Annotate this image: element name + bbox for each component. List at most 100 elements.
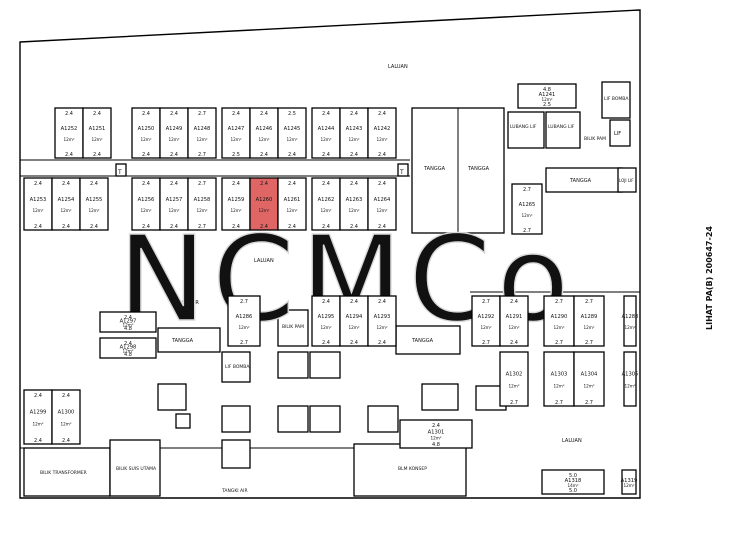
t-marker-label: T bbox=[117, 169, 122, 176]
lot-bottom-dimension: 2.7 bbox=[523, 228, 531, 234]
lot-top-dimension: 2.4 bbox=[432, 423, 440, 429]
lot-number: A1286 bbox=[236, 314, 253, 320]
lot-top-dimension: 2.4 bbox=[62, 393, 70, 399]
lubang-lif-mid-4 bbox=[309, 405, 341, 433]
lot-box bbox=[311, 295, 341, 347]
lot-number: A1318 bbox=[565, 478, 582, 484]
tangga-right-box bbox=[545, 167, 623, 193]
lot-number: A1250 bbox=[138, 126, 155, 132]
lot-number: A1249 bbox=[166, 126, 183, 132]
lot-number: A1253 bbox=[30, 197, 47, 203]
lot-area: 12m² bbox=[286, 137, 297, 142]
lot-number: A1288 bbox=[622, 314, 639, 320]
lot-box bbox=[367, 107, 397, 159]
tangki-air-label: TANGKI AIR bbox=[221, 488, 248, 494]
t-marker bbox=[115, 163, 127, 177]
lot-bottom-dimension: 2.4 bbox=[322, 340, 330, 346]
lot-box bbox=[399, 419, 473, 449]
lot-number: A1246 bbox=[256, 126, 273, 132]
lot-box bbox=[187, 107, 217, 159]
bilik-suis-box bbox=[109, 439, 161, 497]
lot-box bbox=[82, 107, 112, 159]
lif-bomba-label: LIF BOMBA bbox=[604, 96, 629, 102]
lot-number: A1264 bbox=[374, 197, 391, 203]
lot-bottom-dimension: 2.4 bbox=[34, 224, 42, 230]
lot-box bbox=[277, 177, 307, 231]
lot-number: A1259 bbox=[228, 197, 245, 203]
lot-box bbox=[367, 177, 397, 231]
tangga-right-label: TANGGA bbox=[569, 178, 592, 184]
lot-number: A1291 bbox=[506, 314, 523, 320]
lot-box bbox=[339, 295, 369, 347]
lot-top-dimension: 2.7 bbox=[555, 299, 563, 305]
top-road-label: LALUAN bbox=[388, 64, 408, 70]
lot-area: 14m² bbox=[567, 483, 578, 488]
t-marker-2-label: T bbox=[399, 169, 404, 176]
lot-bottom-dimension: 2.4 bbox=[65, 152, 73, 158]
lot-bottom-dimension: 2.7 bbox=[240, 340, 248, 346]
lif-bomba-2-box bbox=[221, 351, 251, 383]
lubang-lif-label-2: LUBANG LIF bbox=[548, 124, 575, 130]
lot-top-dimension: 2.4 bbox=[34, 393, 42, 399]
lot-number: A1251 bbox=[89, 126, 106, 132]
lot-top-dimension: 2.4 bbox=[232, 111, 240, 117]
lot-bottom-dimension: 2.4 bbox=[510, 340, 518, 346]
lot-top-dimension: 2.4 bbox=[260, 111, 268, 117]
lot-box bbox=[131, 107, 161, 159]
lot-number: A1263 bbox=[346, 197, 363, 203]
tangga-mid-box bbox=[157, 327, 221, 353]
lot-number: A1245 bbox=[284, 126, 301, 132]
lot-area: 12m² bbox=[624, 383, 635, 388]
lot-top-dimension: 2.4 bbox=[378, 299, 386, 305]
lot-number: A1254 bbox=[58, 197, 75, 203]
lot-box bbox=[23, 177, 53, 231]
lot-bottom-dimension: 2.7 bbox=[585, 340, 593, 346]
lot-bottom-dimension: 2.4 bbox=[322, 152, 330, 158]
lot-box bbox=[131, 177, 161, 231]
lot-box bbox=[79, 177, 109, 231]
lot-bottom-dimension: 2.4 bbox=[90, 224, 98, 230]
lif-label: LIF bbox=[614, 131, 621, 137]
lot-number: A1258 bbox=[194, 197, 211, 203]
lot-area: 12m² bbox=[238, 325, 249, 330]
lot-area: 12m² bbox=[376, 137, 387, 142]
lot-top-dimension: 2.4 bbox=[124, 315, 132, 321]
lot-a1288: A1288 12m² bbox=[622, 295, 639, 347]
lot-bottom-dimension: 2.4 bbox=[322, 224, 330, 230]
lot-top-dimension: 2.4 bbox=[65, 111, 73, 117]
bilik-transformer-box bbox=[23, 447, 111, 497]
lot-area: 12m² bbox=[508, 325, 519, 330]
lot-bottom-dimension: 2.7 bbox=[198, 152, 206, 158]
lot-bottom-dimension: 2.4 bbox=[378, 224, 386, 230]
lot-number: A1298 bbox=[120, 345, 137, 351]
lot-box bbox=[227, 295, 261, 347]
lot-bottom-dimension: 2.4 bbox=[288, 224, 296, 230]
lot-area: 12m² bbox=[624, 325, 635, 330]
lot-number: A1255 bbox=[86, 197, 103, 203]
lot-bottom-dimension: 2.4 bbox=[34, 438, 42, 444]
lot-box bbox=[621, 469, 637, 495]
lot-area: 12m² bbox=[583, 325, 594, 330]
lot-area: 12m² bbox=[348, 137, 359, 142]
lot-number: A1299 bbox=[30, 410, 47, 416]
lot-area: 12m² bbox=[230, 208, 241, 213]
lot-bottom-dimension: 2.4 bbox=[62, 224, 70, 230]
lot-top-dimension: 2.4 bbox=[90, 181, 98, 187]
lot-bottom-dimension: 2.7 bbox=[482, 340, 490, 346]
lot-box bbox=[623, 351, 637, 407]
